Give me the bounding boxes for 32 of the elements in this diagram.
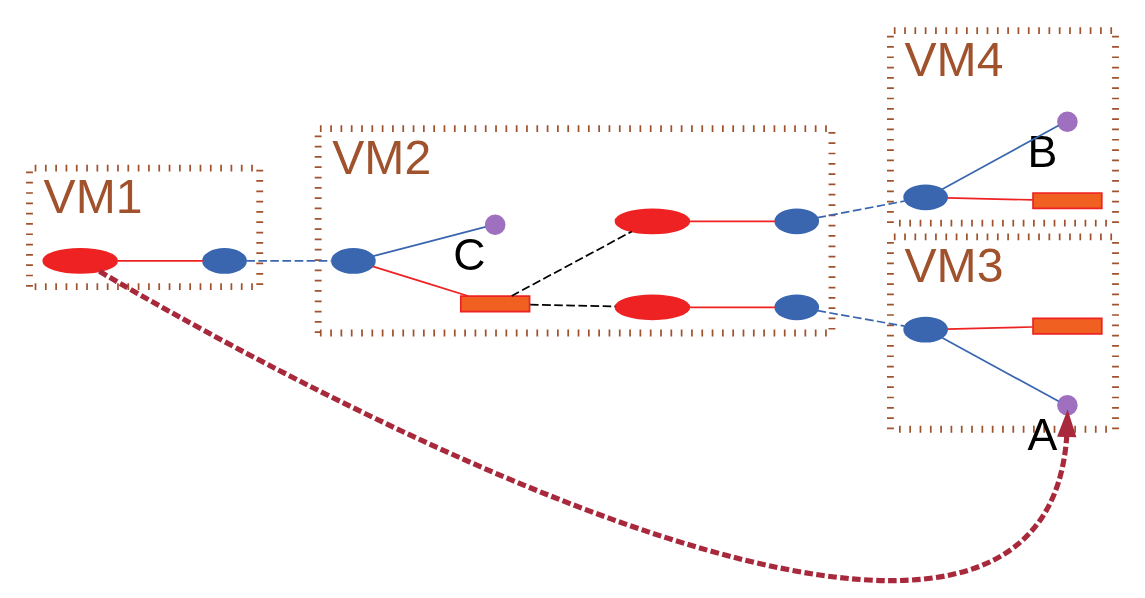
node-bar <box>1032 317 1103 335</box>
connector <box>372 226 487 258</box>
node-ellipse <box>774 294 820 321</box>
node-ellipse <box>614 294 691 321</box>
node-circle <box>1057 111 1078 132</box>
node-ellipse <box>903 184 948 211</box>
connector <box>946 326 1034 330</box>
node-label: C <box>453 229 486 279</box>
connector <box>941 124 1060 191</box>
connector <box>688 306 777 309</box>
node-label: B <box>1027 126 1058 176</box>
connector <box>816 309 906 328</box>
connector <box>816 200 906 219</box>
node-ellipse <box>42 248 118 274</box>
connector <box>116 260 204 262</box>
connector <box>688 220 777 223</box>
node-ellipse <box>774 208 820 235</box>
connector <box>529 303 617 308</box>
cluster: VM1 <box>26 164 264 291</box>
connector <box>946 196 1034 201</box>
connector <box>941 336 1060 403</box>
node-bar <box>459 295 531 313</box>
connector <box>510 230 633 297</box>
node-ellipse <box>331 248 376 274</box>
node-ellipse <box>202 248 247 274</box>
connector <box>371 265 469 297</box>
node-ellipse <box>614 208 691 235</box>
arrow <box>98 269 1077 582</box>
node-circle <box>1057 394 1078 416</box>
node-bar <box>1032 192 1103 210</box>
node-ellipse <box>903 316 948 343</box>
node-circle <box>484 214 506 236</box>
